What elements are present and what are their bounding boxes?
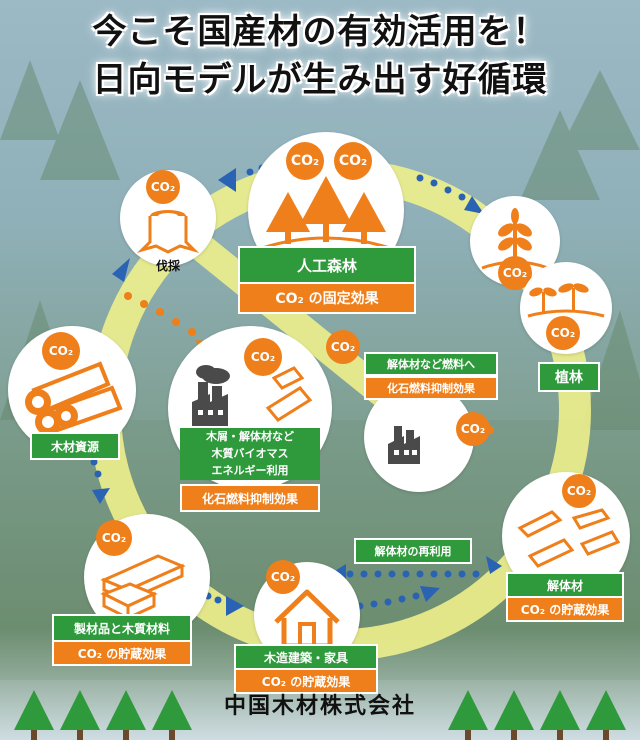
logging-label: 伐採 [155,259,180,273]
fuel-node [364,382,474,492]
biomass-line-3: エネルギー利用 [211,464,289,477]
forest-label: 人工森林 [238,246,416,284]
logs-icon [25,361,123,435]
products-label: 製材品と木質材料 [52,614,192,642]
co2-badge-biomass-2: CO₂ [326,330,360,364]
arrow-timber-to-products [90,458,110,504]
sapling-icon [481,208,549,270]
co2-badge-planting: CO₂ [546,316,580,350]
biomass-effect: 化石燃料抑制効果 [180,484,320,512]
co2-badge-products: CO₂ [96,520,132,556]
demolition-label: 解体材 [506,572,624,598]
arrow-planting-to-forest [416,174,484,214]
demolition-effect: CO₂ の貯蔵効果 [506,596,624,622]
co2-badge-demolition: CO₂ [562,474,596,508]
forest-effect: CO₂ の固定効果 [238,282,416,314]
co2-badge-forest-2: CO₂ [334,142,372,180]
house-effect: CO₂ の貯蔵効果 [234,668,378,694]
co2-badge-logging: CO₂ [146,170,180,204]
biomass-line-2: 木質バイオマス [211,447,289,460]
house-label: 木造建築・家具 [234,644,378,670]
products-effect: CO₂ の貯蔵効果 [52,640,192,666]
scrap-wood-icon [517,508,621,568]
co2-badge-biomass-1: CO₂ [244,338,282,376]
biomass-line-1: 木屑・解体材など [206,430,294,443]
planting-label: 植林 [538,362,600,392]
company-name: 中国木材株式会社 [223,694,416,719]
co2-badge-fuel: CO₂ [456,412,490,446]
fuel-label-front: 解体材など燃料へ [364,352,498,376]
biomass-label: 木屑・解体材など 木質バイオマス エネルギー利用 [180,428,320,480]
timber-label: 木材資源 [30,432,120,460]
co2-badge-forest-1: CO₂ [286,142,324,180]
co2-badge-house: CO₂ [266,560,300,594]
factory-icon [192,365,313,426]
title-line-1: 今こそ国産材の有効活用を！ [92,12,548,52]
logging-node: 伐採 [120,170,216,273]
stump-icon [136,210,200,254]
title-line-2: 日向モデルが生み出す好循環 [92,60,548,100]
fuel-effect-front: 化石燃料抑制効果 [364,376,498,400]
sprout-icon [527,283,605,318]
reuse-label: 解体材の再利用 [354,538,472,564]
page-title: 今こそ国産材の有効活用を！ 日向モデルが生み出す好循環 [0,8,640,104]
factory-small-icon [388,426,420,464]
co2-badge-timber: CO₂ [42,332,80,370]
forest-icon [261,176,391,250]
